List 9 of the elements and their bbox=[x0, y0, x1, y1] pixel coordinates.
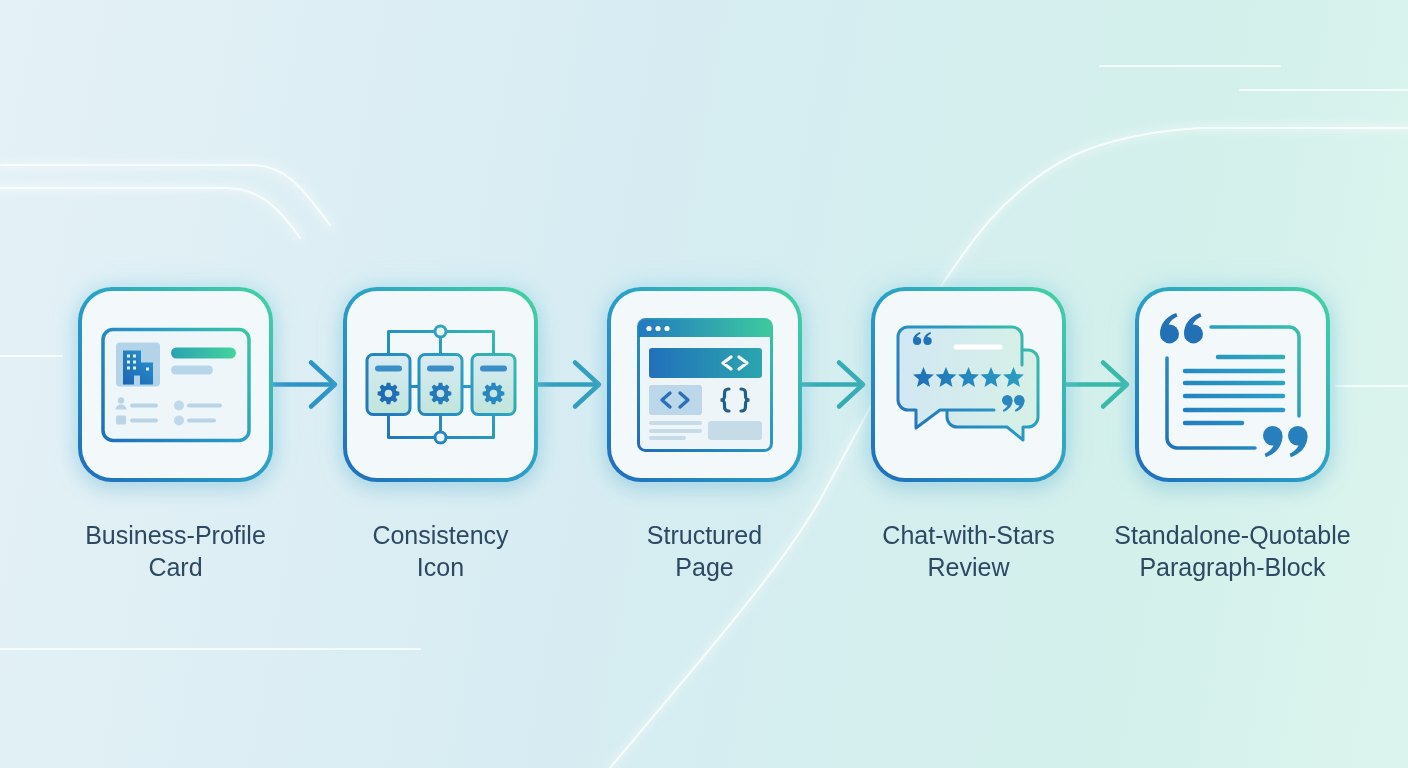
arrow bbox=[1066, 360, 1130, 409]
arrow bbox=[538, 360, 602, 409]
step-label: Standalone-Quotable Paragraph-Block bbox=[1113, 520, 1352, 583]
arrow bbox=[802, 360, 866, 409]
step-label: Business-Profile Card bbox=[84, 520, 267, 583]
step-label: Consistency Icon bbox=[371, 520, 510, 583]
arrow bbox=[273, 360, 338, 409]
step-label: Structured Page bbox=[645, 520, 764, 583]
step-label: Chat-with-Stars Review bbox=[881, 520, 1056, 583]
